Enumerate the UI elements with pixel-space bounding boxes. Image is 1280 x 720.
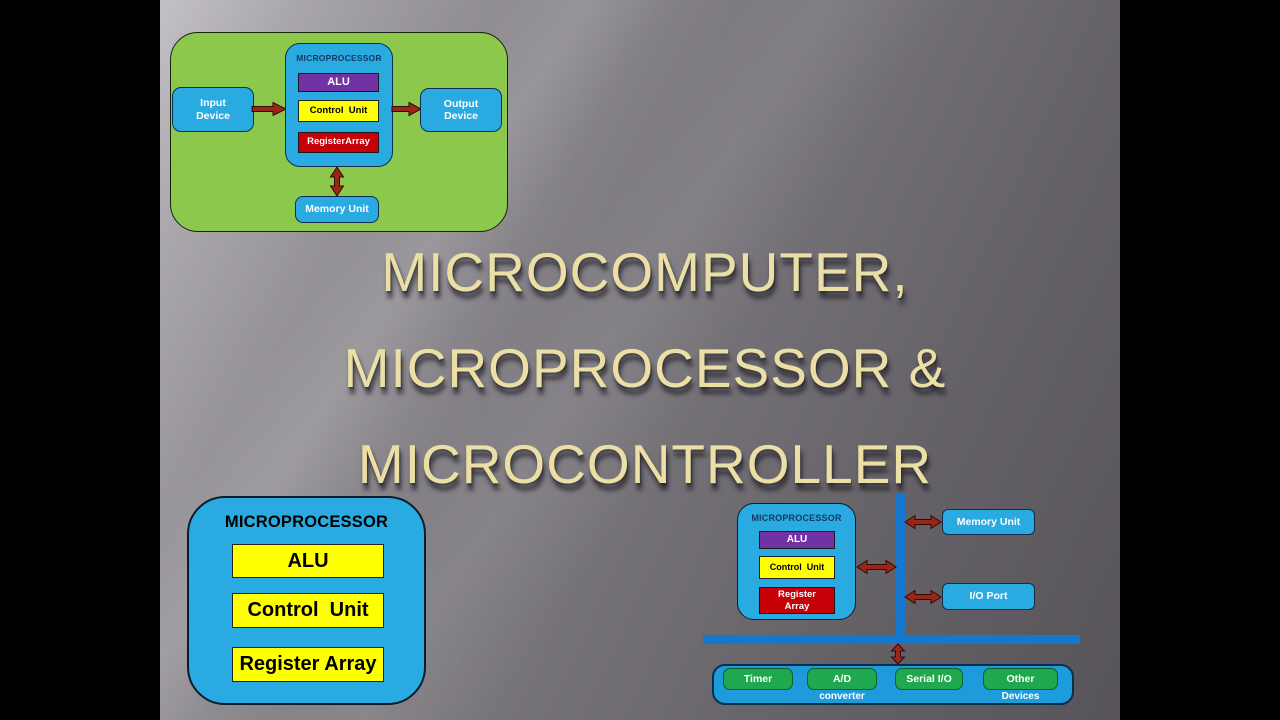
panel-alu-box: ALU xyxy=(232,544,384,578)
microcontroller-control-unit-box: Control Unit xyxy=(759,556,835,579)
input-device-box: Input Device xyxy=(172,87,254,132)
microcomputer-processor-label: MICROPROCESSOR xyxy=(296,53,382,63)
arrow-input-to-processor xyxy=(251,101,288,117)
microcomputer-register-array-box: RegisterArray xyxy=(298,132,379,153)
letterbox-left xyxy=(0,0,160,720)
other-devices-box: Other xyxy=(983,668,1058,690)
microcomputer-alu-box: ALU xyxy=(298,73,379,92)
ad-converter-box: A/D xyxy=(807,668,877,690)
title-line-1: MICROCOMPUTER, xyxy=(381,241,909,303)
microcomputer-control-unit-box: Control Unit xyxy=(298,100,379,122)
microcomputer-processor-box: MICROPROCESSOR ALU Control Unit Register… xyxy=(285,43,393,167)
arrow-processor-bus-bidirectional xyxy=(856,559,897,575)
arrow-bus-devices-bidirectional xyxy=(890,643,906,665)
arrow-processor-memory-bidirectional xyxy=(329,166,345,197)
io-port-box: I/O Port xyxy=(942,583,1035,610)
device-ad-converter: A/D converter xyxy=(807,668,877,703)
title-line-2: MICROPROCESSOR & xyxy=(343,337,947,399)
device-serial-io: Serial I/O xyxy=(895,668,963,690)
arrow-bus-ioport-bidirectional xyxy=(904,589,942,605)
panel-control-unit-box: Control Unit xyxy=(232,593,384,628)
microcontroller-alu-box: ALU xyxy=(759,531,835,549)
serial-io-box: Serial I/O xyxy=(895,668,963,690)
device-other: Other Devices xyxy=(983,668,1058,703)
timer-box: Timer xyxy=(723,668,793,690)
microprocessor-panel-title: MICROPROCESSOR xyxy=(224,513,389,531)
arrow-processor-to-output xyxy=(391,101,423,117)
vertical-bus xyxy=(896,493,905,644)
microcontroller-processor-label: MICROPROCESSOR xyxy=(751,513,842,523)
title-line-3: MICROCONTROLLER xyxy=(357,433,933,495)
output-device-box: Output Device xyxy=(420,88,502,132)
arrow-bus-memory-bidirectional xyxy=(904,514,942,530)
microprocessor-panel: MICROPROCESSOR ALU Control Unit Register… xyxy=(187,496,426,705)
other-devices-sub-label: Devices xyxy=(1001,691,1040,702)
panel-register-array-box: Register Array xyxy=(232,647,384,682)
microcontroller-memory-unit-box: Memory Unit xyxy=(942,509,1035,535)
letterbox-right xyxy=(1120,0,1280,720)
ad-converter-sub-label: converter xyxy=(819,691,865,702)
horizontal-bus xyxy=(703,635,1080,644)
device-timer: Timer xyxy=(723,668,793,690)
microcontroller-register-array-box: Register Array xyxy=(759,587,835,614)
microcomputer-memory-unit-box: Memory Unit xyxy=(295,196,379,223)
microcontroller-processor-box: MICROPROCESSOR ALU Control Unit Register… xyxy=(737,503,856,620)
